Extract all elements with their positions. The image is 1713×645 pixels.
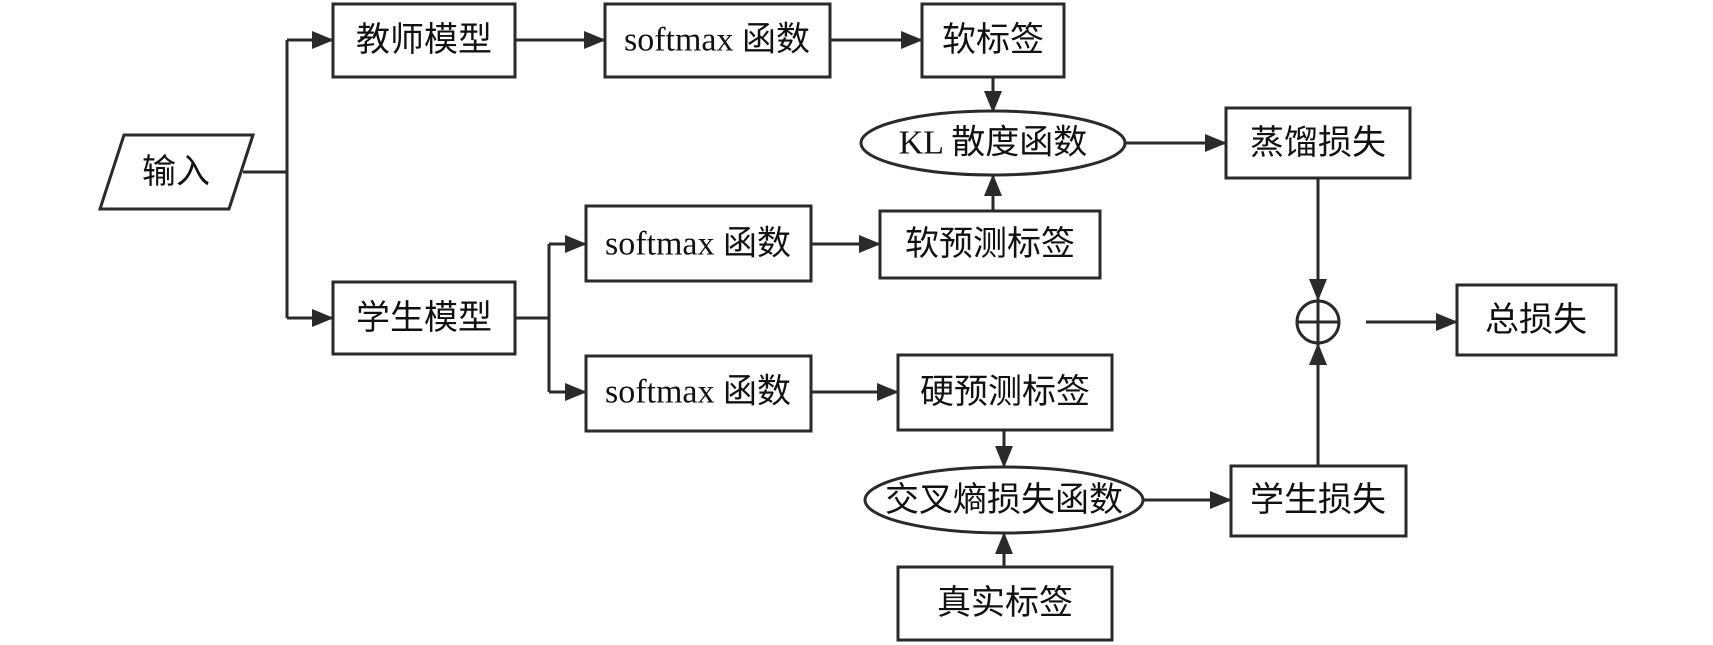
total-loss-node: 总损失 [1455, 283, 1618, 357]
soft-labels-label: 软标签 [942, 20, 1044, 60]
cross-entropy-node: 交叉熵损失函数 [863, 465, 1145, 535]
student-loss-label: 学生损失 [1250, 480, 1386, 520]
kl-divergence-node: KL 散度函数 [859, 109, 1127, 177]
total-loss-label: 总损失 [1485, 300, 1587, 340]
student-model-node: 学生模型 [331, 280, 517, 356]
student-softmax-hard-label: softmax 函数 [605, 373, 791, 411]
true-labels-label: 真实标签 [937, 583, 1073, 623]
hard-pred-labels-node: 硬预测标签 [896, 353, 1114, 432]
connectors [243, 31, 1458, 567]
student-softmax-soft-label: softmax 函数 [605, 225, 791, 263]
cross-entropy-label: 交叉熵损失函数 [885, 480, 1123, 520]
circle-plus-icon [1295, 299, 1341, 345]
distill-loss-label: 蒸馏损失 [1250, 123, 1386, 163]
hard-pred-labels-label: 硬预测标签 [920, 372, 1090, 412]
student-softmax-hard-node: softmax 函数 [584, 354, 813, 433]
kl-divergence-label: KL 散度函数 [899, 124, 1088, 162]
input-node: 输入 [97, 133, 256, 211]
teacher-model-node: 教师模型 [331, 2, 517, 79]
student-softmax-soft-node: softmax 函数 [584, 204, 813, 283]
soft-pred-labels-node: 软预测标签 [878, 209, 1102, 280]
teacher-softmax-node: softmax 函数 [603, 2, 832, 79]
input-label: 输入 [142, 152, 210, 192]
student-model-label: 学生模型 [356, 298, 492, 338]
soft-labels-node: 软标签 [920, 2, 1066, 79]
student-loss-node: 学生损失 [1229, 464, 1408, 538]
soft-pred-labels-label: 软预测标签 [905, 224, 1075, 264]
teacher-softmax-label: softmax 函数 [624, 21, 810, 59]
true-labels-node: 真实标签 [896, 565, 1114, 642]
teacher-model-label: 教师模型 [356, 20, 492, 60]
distill-loss-node: 蒸馏损失 [1224, 106, 1412, 180]
